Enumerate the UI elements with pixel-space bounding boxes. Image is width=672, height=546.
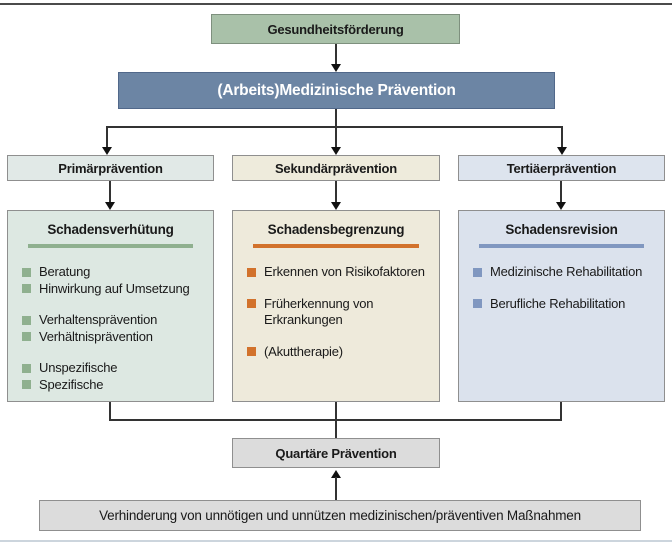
list-item-label: Verhältnisprävention xyxy=(39,328,153,344)
connector-line xyxy=(335,402,337,420)
avoidance-statement-box: Verhinderung von unnötigen und unnützen … xyxy=(39,500,641,531)
arrow-down-icon xyxy=(105,202,115,210)
connector-line xyxy=(560,402,562,420)
list-item-label: Unspezifische xyxy=(39,360,118,375)
header-secondary-prevention: Sekundärprävention xyxy=(232,155,440,181)
list-item-label: Spezifische xyxy=(39,376,104,392)
accent-rule xyxy=(479,244,644,248)
list-item: Berufliche Rehabilitation xyxy=(473,296,654,313)
connector-line xyxy=(335,477,337,500)
list-group: Erkennen von Risikofaktoren xyxy=(247,264,429,281)
square-bullet-icon xyxy=(247,267,256,277)
medical-prevention-label: (Arbeits)Medizinische Prävention xyxy=(217,81,456,99)
square-bullet-icon xyxy=(247,299,256,308)
arrow-down-icon xyxy=(557,147,567,155)
connector-line xyxy=(106,126,563,128)
header-label: Primärprävention xyxy=(58,160,163,176)
damage-limitation-box: Schadensbegrenzung Erkennen von Risikofa… xyxy=(232,210,440,402)
list-group: Medizinische Rehabilitation xyxy=(473,264,654,281)
arrow-down-icon xyxy=(331,202,341,210)
connector-line xyxy=(335,109,337,147)
box-title: Schadensverhütung xyxy=(47,222,174,237)
square-bullet-icon xyxy=(22,380,31,389)
medical-prevention-box: (Arbeits)Medizinische Prävention xyxy=(118,72,555,109)
bottom-divider xyxy=(0,540,672,542)
quaternary-prevention-box: Quartäre Prävention xyxy=(232,438,440,468)
list-group: Berufliche Rehabilitation xyxy=(473,296,654,313)
square-bullet-icon xyxy=(22,315,31,325)
header-label: Sekundärprävention xyxy=(274,160,398,176)
list-item: Unspezifische xyxy=(22,360,203,377)
list-item: Hinwirkung auf Umsetzung xyxy=(22,281,203,298)
square-bullet-icon xyxy=(22,332,31,341)
list-item: (Akuttherapie) xyxy=(247,344,429,361)
connector-line xyxy=(335,419,337,438)
list-group: (Akuttherapie) xyxy=(247,344,429,361)
arrow-down-icon xyxy=(102,147,112,155)
box-title: Schadensrevision xyxy=(505,222,618,237)
header-tertiary-prevention: Tertiäerprävention xyxy=(458,155,665,181)
bullet-list: Beratung Hinwirkung auf Umsetzung Verhal… xyxy=(8,248,213,393)
list-item-label: Erkennen von Risikofaktoren xyxy=(264,264,425,279)
connector-line xyxy=(109,402,111,420)
list-group: Unspezifische Spezifische xyxy=(22,360,203,393)
arrow-up-icon xyxy=(331,470,341,478)
list-item-label: Hinwirkung auf Umsetzung xyxy=(39,280,190,296)
square-bullet-icon xyxy=(473,299,482,308)
arrow-down-icon xyxy=(331,64,341,72)
list-item: Medizinische Rehabilitation xyxy=(473,264,654,281)
list-group: Beratung Hinwirkung auf Umsetzung xyxy=(22,264,203,297)
square-bullet-icon xyxy=(22,284,31,293)
list-group: Früherkennung von Erkrankungen xyxy=(247,296,429,329)
connector-line xyxy=(109,181,111,203)
connector-line xyxy=(561,126,563,147)
box-title: Schadensbegrenzung xyxy=(267,222,405,237)
list-item-label: Verhaltensprävention xyxy=(39,312,158,327)
list-item: Spezifische xyxy=(22,377,203,394)
health-promotion-box: Gesundheitsförderung xyxy=(211,14,460,44)
list-item: Erkennen von Risikofaktoren xyxy=(247,264,429,281)
square-bullet-icon xyxy=(22,363,31,373)
accent-rule xyxy=(253,244,419,248)
health-promotion-label: Gesundheitsförderung xyxy=(267,21,404,37)
bullet-list: Erkennen von Risikofaktoren Früherkennun… xyxy=(233,248,439,360)
list-item: Verhaltensprävention xyxy=(22,312,203,329)
top-divider xyxy=(0,3,672,5)
square-bullet-icon xyxy=(247,347,256,356)
list-item-label: Früherkennung von Erkrankungen xyxy=(264,295,374,328)
accent-rule xyxy=(28,244,193,248)
square-bullet-icon xyxy=(473,267,482,277)
list-item-label: Medizinische Rehabilitation xyxy=(490,264,643,279)
connector-line xyxy=(560,181,562,203)
list-item: Früherkennung von Erkrankungen xyxy=(247,296,429,329)
header-label: Tertiäerprävention xyxy=(506,160,617,176)
list-item-label: (Akuttherapie) xyxy=(264,343,343,359)
header-primary-prevention: Primärprävention xyxy=(7,155,214,181)
quaternary-prevention-label: Quartäre Prävention xyxy=(275,445,397,461)
list-item-label: Berufliche Rehabilitation xyxy=(490,295,626,311)
connector-line xyxy=(335,44,337,65)
list-item: Beratung xyxy=(22,264,203,281)
list-group: Verhaltensprävention Verhältnispräventio… xyxy=(22,312,203,345)
list-item: Verhältnisprävention xyxy=(22,329,203,346)
list-item-label: Beratung xyxy=(39,264,91,279)
connector-line xyxy=(335,181,337,203)
arrow-down-icon xyxy=(556,202,566,210)
avoidance-statement-label: Verhinderung von unnötigen und unnützen … xyxy=(99,508,581,523)
square-bullet-icon xyxy=(22,267,31,277)
damage-revision-box: Schadensrevision Medizinische Rehabilita… xyxy=(458,210,665,402)
connector-line xyxy=(106,126,108,147)
arrow-down-icon xyxy=(331,147,341,155)
bullet-list: Medizinische Rehabilitation Berufliche R… xyxy=(459,248,664,312)
damage-prevention-box: Schadensverhütung Beratung Hinwirkung au… xyxy=(7,210,214,402)
